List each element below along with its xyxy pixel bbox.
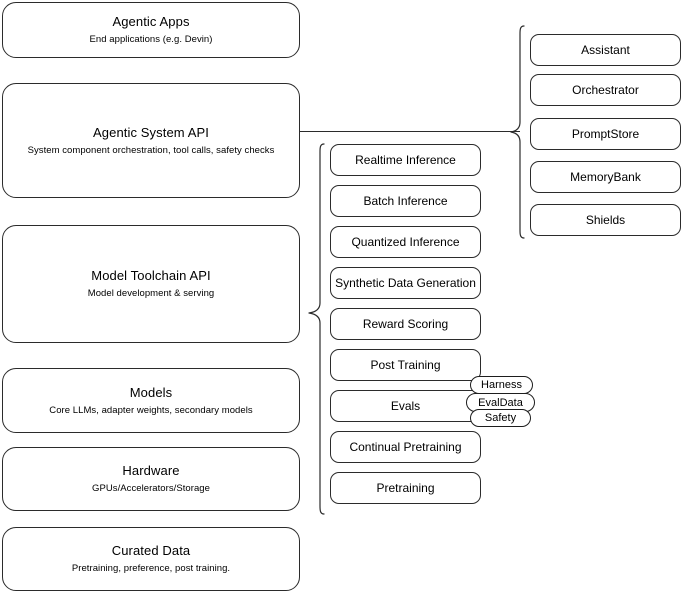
capability-label: Reward Scoring (362, 317, 449, 331)
capability-label: Continual Pretraining (349, 440, 462, 454)
capability-label: Realtime Inference (355, 153, 456, 167)
component-label: Assistant (581, 43, 630, 57)
component-box-promptstore[interactable]: PromptStore (530, 118, 681, 150)
component-label: Shields (585, 213, 626, 227)
evals-subitem-label: EvalData (478, 396, 523, 409)
layer-box-curated-data[interactable]: Curated Data Pretraining, preference, po… (2, 527, 300, 591)
layer-subtitle: GPUs/Accelerators/Storage (92, 483, 210, 494)
layer-subtitle: System component orchestration, tool cal… (27, 144, 275, 156)
layer-title: Models (129, 384, 173, 400)
layer-subtitle: Model development & serving (87, 288, 215, 299)
capability-label: Evals (390, 399, 421, 413)
layer-title: Agentic Apps (112, 14, 190, 29)
component-box-orchestrator[interactable]: Orchestrator (530, 74, 681, 106)
component-label: MemoryBank (570, 170, 641, 184)
layer-box-agentic-apps[interactable]: Agentic Apps End applications (e.g. Devi… (2, 2, 300, 58)
layer-box-agentic-system-api[interactable]: Agentic System API System component orch… (2, 83, 300, 198)
evals-subitem-label: Safety (484, 412, 517, 424)
capability-box-synthetic-data-generation[interactable]: Synthetic Data Generation (330, 267, 481, 299)
layer-box-models[interactable]: Models Core LLMs, adapter weights, secon… (2, 368, 300, 433)
capability-box-quantized-inference[interactable]: Quantized Inference (330, 226, 481, 258)
brace-model-toolchain-capabilities (308, 143, 325, 515)
component-box-assistant[interactable]: Assistant (530, 34, 681, 66)
capability-box-evals[interactable]: Evals (330, 390, 481, 422)
capability-label: Pretraining (376, 481, 435, 495)
layer-title: Model Toolchain API (91, 268, 211, 283)
layer-subtitle: Core LLMs, adapter weights, secondary mo… (49, 404, 253, 416)
evals-subitem-label: Harness (481, 379, 522, 391)
capability-label: Batch Inference (363, 194, 448, 208)
capability-box-continual-pretraining[interactable]: Continual Pretraining (330, 431, 481, 463)
layer-title: Curated Data (111, 543, 191, 558)
layer-box-model-toolchain-api[interactable]: Model Toolchain API Model development & … (2, 225, 300, 343)
component-box-memorybank[interactable]: MemoryBank (530, 161, 681, 193)
layer-subtitle: Pretraining, preference, post training. (71, 563, 231, 574)
capability-label: Post Training (370, 358, 441, 372)
capability-box-realtime-inference[interactable]: Realtime Inference (330, 144, 481, 176)
brace-agentic-system-components (510, 25, 525, 239)
capability-box-reward-scoring[interactable]: Reward Scoring (330, 308, 481, 340)
component-label: PromptStore (571, 127, 640, 141)
capability-label: Quantized Inference (351, 235, 460, 249)
layer-subtitle: End applications (e.g. Devin) (89, 34, 213, 45)
component-box-shields[interactable]: Shields (530, 204, 681, 236)
capability-box-post-training[interactable]: Post Training (330, 349, 481, 381)
component-label: Orchestrator (572, 83, 639, 97)
connector-agentic-system-to-components (300, 131, 520, 132)
evals-subitem-harness[interactable]: Harness (470, 376, 533, 394)
layer-box-hardware[interactable]: Hardware GPUs/Accelerators/Storage (2, 447, 300, 511)
capability-box-pretraining[interactable]: Pretraining (330, 472, 481, 504)
layer-title: Hardware (122, 463, 180, 478)
capability-box-batch-inference[interactable]: Batch Inference (330, 185, 481, 217)
capability-label: Synthetic Data Generation (335, 276, 476, 290)
layer-title: Agentic System API (93, 124, 209, 140)
evals-subitem-safety[interactable]: Safety (470, 409, 531, 427)
